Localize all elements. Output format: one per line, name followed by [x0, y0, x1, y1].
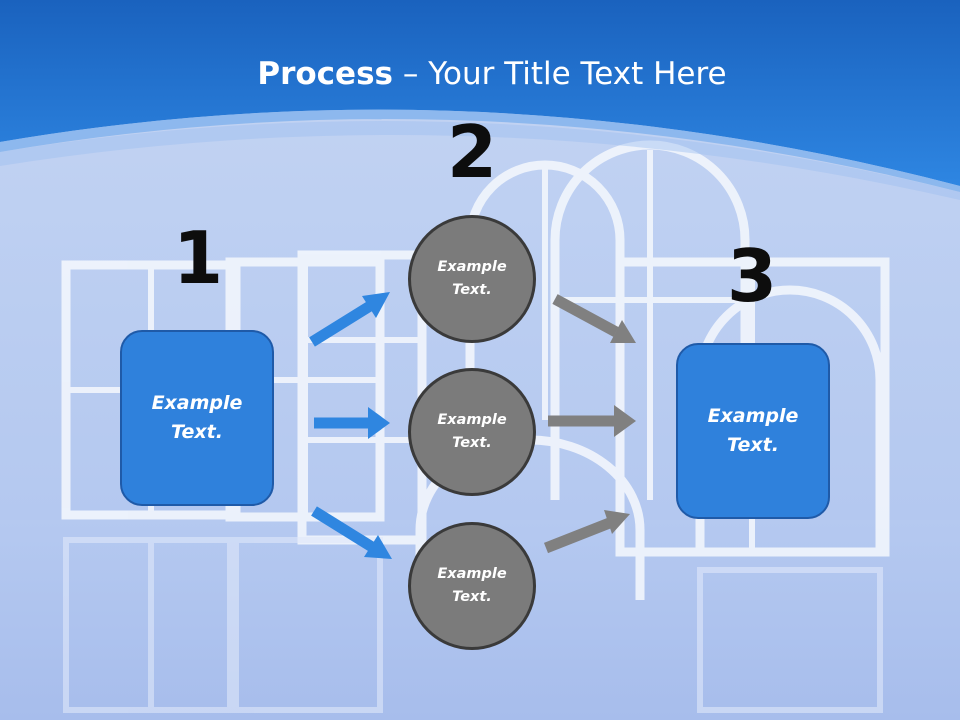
- arrow-icon-blue-right: [314, 407, 390, 439]
- arrow-icon-blue-up: [309, 292, 390, 347]
- circle-middle: Example Text.: [408, 368, 536, 496]
- step-number-2: 2: [446, 110, 498, 194]
- title-bold: Process: [257, 56, 393, 92]
- step-number-1: 1: [172, 216, 224, 300]
- circle-bottom: Example Text.: [408, 522, 536, 650]
- circle-top: Example Text.: [408, 215, 536, 343]
- circle-top-label: Example Text.: [437, 259, 507, 298]
- left-box-label: Example Text.: [151, 392, 243, 443]
- right-box: Example Text.: [676, 343, 830, 519]
- arrow-icon-gray-up: [543, 510, 630, 554]
- left-box: Example Text.: [120, 330, 274, 506]
- title-text: Your Title Text Here: [428, 56, 727, 92]
- step-number-3: 3: [726, 234, 778, 318]
- arrow-icon-blue-down: [311, 506, 392, 559]
- arrow-icon-gray-down: [552, 294, 636, 343]
- circle-middle-label: Example Text.: [437, 412, 507, 451]
- right-box-label: Example Text.: [707, 405, 799, 456]
- circle-bottom-label: Example Text.: [437, 566, 507, 605]
- slide-title: Process – Your Title Text Here: [0, 52, 960, 96]
- arrow-icon-gray-right: [548, 405, 636, 437]
- title-dash: –: [393, 56, 429, 92]
